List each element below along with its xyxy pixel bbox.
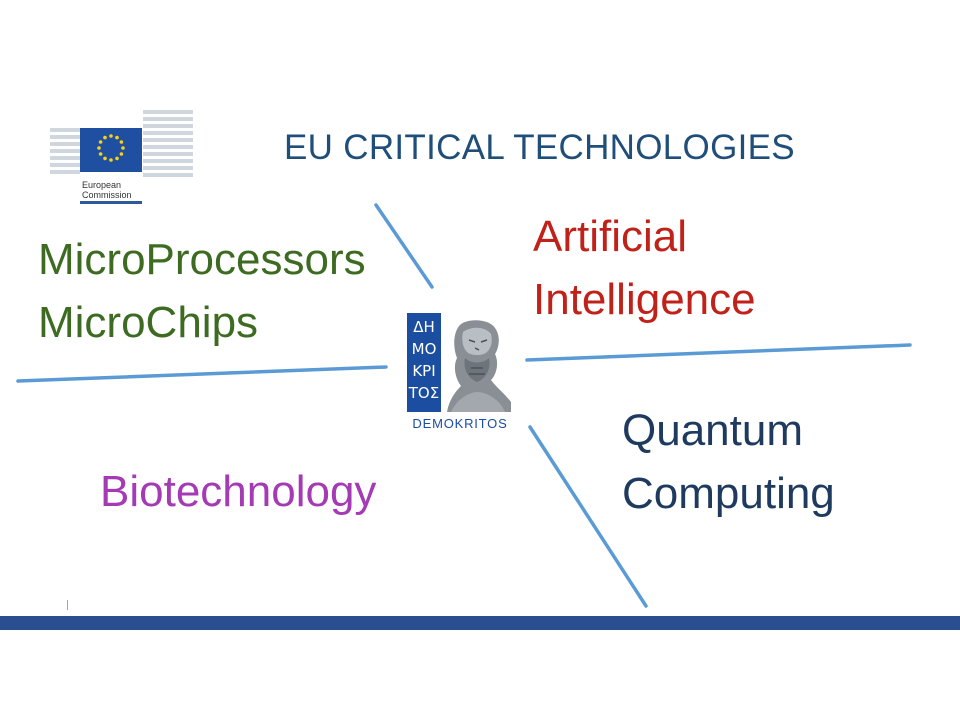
bottom-band bbox=[0, 616, 960, 630]
quadrant-quantum-line-1: Quantum bbox=[622, 406, 803, 455]
democritos-letter-line-2: ΜΟ bbox=[411, 340, 437, 358]
slide-title: EU CRITICAL TECHNOLOGIES bbox=[284, 128, 795, 167]
footer-tick bbox=[67, 600, 68, 610]
ec-label-commission: Commission bbox=[82, 190, 132, 200]
democritos-letter-line-3: ΚΡΙ bbox=[412, 362, 436, 380]
quadrant-ai: Artificial Intelligence bbox=[533, 205, 756, 331]
quadrant-microchips-line-1: MicroProcessors bbox=[38, 235, 366, 284]
quadrant-quantum-line-2: Computing bbox=[622, 469, 835, 518]
quadrant-ai-line-1: Artificial bbox=[533, 212, 688, 261]
democritos-logo-name: DEMOKRITOS bbox=[412, 416, 508, 431]
quadrant-quantum: Quantum Computing bbox=[622, 399, 835, 525]
quadrant-microchips: MicroProcessors MicroChips bbox=[38, 228, 366, 354]
democritos-letter-line-1: ΔΗ bbox=[413, 318, 435, 336]
quadrant-biotech: Biotechnology bbox=[100, 460, 376, 523]
quadrant-biotech-line-1: Biotechnology bbox=[100, 467, 377, 516]
quadrant-microchips-line-2: MicroChips bbox=[38, 298, 259, 347]
divider-top bbox=[374, 203, 434, 289]
european-commission-logo bbox=[48, 100, 198, 206]
democritos-logo-box bbox=[407, 313, 441, 412]
divider-left bbox=[16, 365, 388, 383]
divider-right bbox=[525, 343, 912, 362]
ec-logo-underline bbox=[80, 201, 142, 204]
quadrant-ai-line-2: Intelligence bbox=[533, 275, 756, 324]
democritos-letter-line-4: ΤΟΣ bbox=[408, 384, 440, 402]
democritos-logo-letters: ΔΗ ΜΟ ΚΡΙ ΤΟΣ bbox=[407, 316, 441, 404]
ec-label-european: European bbox=[82, 180, 122, 190]
democritos-bust-icon bbox=[441, 318, 513, 412]
divider-bottom bbox=[528, 425, 648, 608]
